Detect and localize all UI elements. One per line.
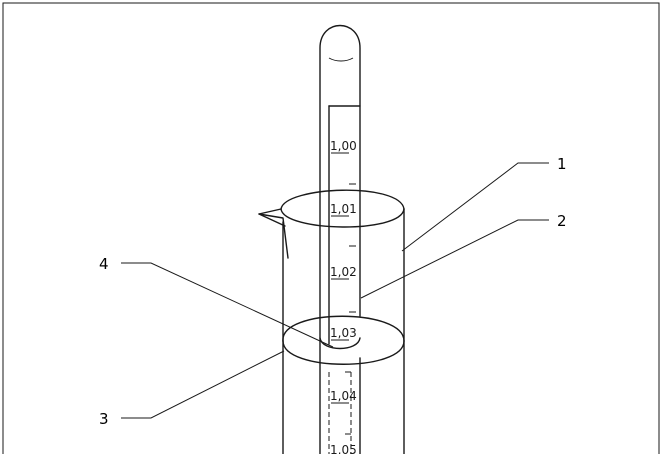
scale-label-1-01: 1,01 (330, 202, 357, 216)
scale-label-1-03: 1,03 (330, 326, 357, 340)
hydrometer: 1,00 1,01 1,02 1,03 1,04 1,05 (319, 24, 361, 454)
scale-ticks (331, 152, 356, 435)
callout-3: 3 (99, 410, 109, 428)
callout-2: 2 (557, 212, 567, 230)
callout-1: 1 (557, 155, 567, 173)
scale-label-1-02: 1,02 (330, 265, 357, 279)
scale-label-1-04: 1,04 (330, 389, 357, 403)
scale-label-1-05: 1,05 (330, 443, 357, 454)
leader-3 (121, 350, 285, 419)
liquid-surface (282, 315, 405, 365)
callout-4: 4 (99, 255, 109, 273)
leader-1 (401, 162, 549, 252)
scale-label-1-00: 1,00 (330, 139, 357, 153)
leader-4 (121, 262, 334, 348)
callout-leaders (121, 162, 549, 419)
leader-2 (360, 219, 549, 299)
